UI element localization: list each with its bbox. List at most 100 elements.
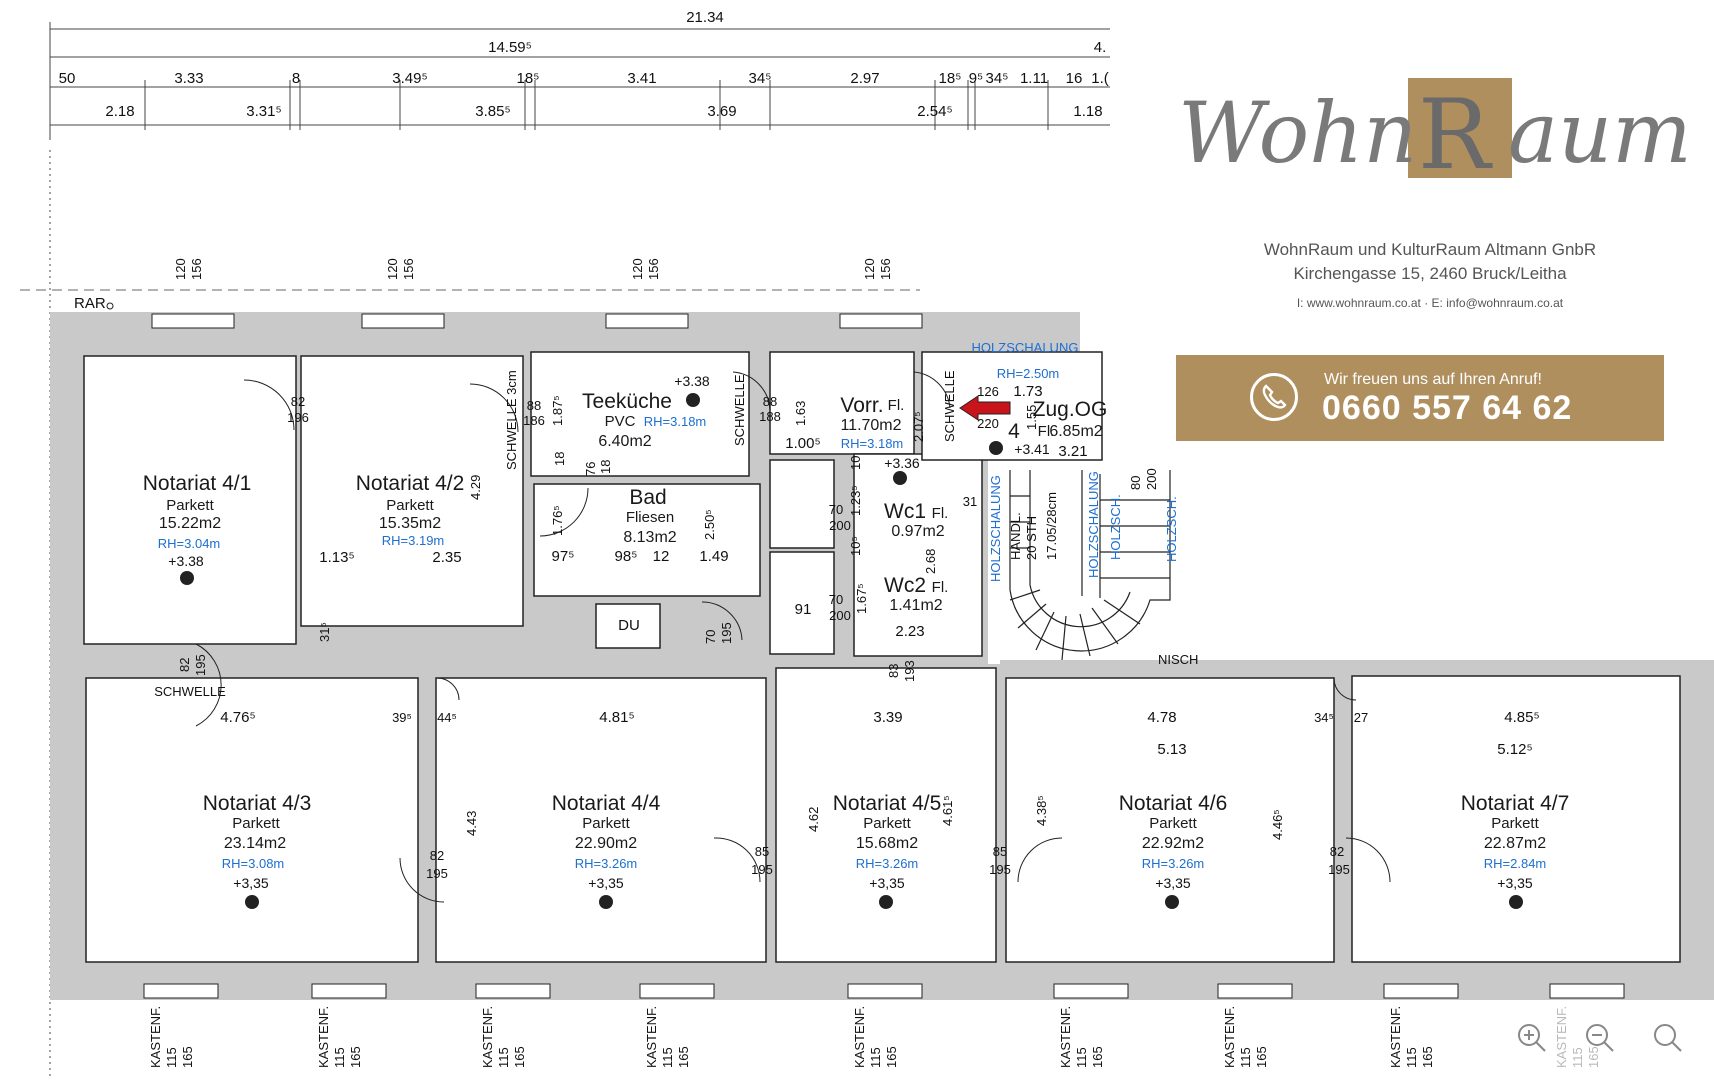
window-dim: 115 [660,1047,675,1068]
dim: 2.35 [432,549,461,566]
room-area: 11.70m2 [840,417,901,434]
window-dim: 115 [868,1047,883,1068]
dim-chain-b: 2.18 [105,103,134,120]
zoom-out-icon[interactable] [1582,1020,1618,1056]
dim: 4 [1008,420,1020,443]
room-rh: RH=3.18m [841,436,904,451]
window-type-label: KASTENF. [316,1006,331,1068]
room-floor: Fl. [932,579,949,596]
dim: 4.78 [1147,709,1176,726]
window-type-label: KASTENF. [852,1006,867,1068]
window-dim: 115 [164,1047,179,1068]
dim-total: 21.34 [686,9,724,26]
window-dim: 165 [180,1046,195,1068]
window-type-label: KASTENF. [480,1006,495,1068]
dim: 1.76⁵ [550,505,565,536]
dim: 34⁵ [1314,710,1334,725]
dim: 4.43 [464,811,479,836]
dim-chain-a: 9⁵ [969,70,984,87]
stair-note: 17.05/28cm [1044,492,1059,560]
dim: 1.73 [1013,383,1042,400]
dim-chain-a: 3.33 [174,70,203,87]
dim-chain-a: 8 [292,70,300,87]
niche-label: NISCH [1158,652,1198,667]
dim: 82 [177,658,192,672]
window-dim: 120 [385,258,400,280]
room-level: +3,35 [588,875,624,891]
window-dim: 156 [189,258,204,280]
room-rh: RH=3.26m [575,856,638,871]
dim: 3.39 [873,709,902,726]
window-dim: 165 [676,1046,691,1068]
room-floor: Parkett [232,815,280,832]
phone-number[interactable]: 0660 557 64 62 [1322,389,1573,427]
dim-chain-b: 2.54⁵ [917,103,952,120]
dim: 82 [430,848,444,863]
dim: 4.46⁵ [1270,809,1285,840]
room-area: 8.13m2 [623,529,676,546]
brand-panel: Wohn R aum WohnRaum und KulturRaum Altma… [1170,70,1692,450]
dim-chain-a: 1.( [1091,70,1109,87]
room-area: 15.35m2 [379,515,441,532]
dim-chain-a: 2.97 [850,70,879,87]
dim: 2.07⁵ [911,411,926,442]
company-contact: I: www.wohnraum.co.at · E: info@wohnraum… [1296,296,1564,310]
dim: 195 [193,654,208,676]
bottom-windows [143,983,1625,999]
room-rh: RH=3.08m [222,856,285,871]
dim: 4.29 [468,475,483,500]
room-rh: RH=2.84m [1484,856,1547,871]
window-type-label: KASTENF. [644,1006,659,1068]
room-level: +3,35 [869,875,905,891]
room-floor: Fl. [932,505,949,522]
dim: 1.67⁵ [854,583,869,614]
timber-lining-label: HOLZSCH. [1108,494,1123,560]
dim: 195 [1328,862,1350,877]
window-dim: 115 [1404,1047,1419,1068]
room-zug [921,351,1103,461]
room-area: 22.90m2 [575,835,637,852]
dim: 1.23⁵ [848,485,863,516]
window-head-dims: 120 156 120 156 120 156 120 156 [173,258,893,280]
dim-chain-b: 3.31⁵ [246,103,281,120]
dim: 88 [763,394,777,409]
level-markers [180,393,1523,909]
zoom-in-icon[interactable] [1514,1020,1550,1056]
room-area: 22.87m2 [1484,835,1546,852]
top-windows [151,313,923,329]
dim: 1.63 [793,401,808,426]
room-labels: Notariat 4/1 Parkett 15.22m2 RH=3.04m +3… [143,366,1570,891]
room-wc1 [769,459,835,549]
window-dim: 120 [862,258,877,280]
room-floor: Parkett [863,815,911,832]
du-block [595,603,661,649]
room-teekueche [530,351,750,477]
window-dim: 165 [512,1046,527,1068]
dim: 10 [848,456,863,470]
room-name: Teeküche [582,390,672,413]
room-floor: Parkett [1149,815,1197,832]
room-43 [85,677,419,963]
dim-chain-b: 3.85⁵ [475,103,510,120]
dim-chain-a: 50 [59,70,76,87]
dim: 126 [977,384,999,399]
room-floor: Fl. [888,397,905,414]
dim: 195 [751,862,773,877]
window-dim: 120 [630,258,645,280]
dim-chain-a: 34⁵ [749,70,772,87]
dim: 4.61⁵ [940,795,955,826]
viewer-toolbar [1494,1006,1704,1070]
dim: 88 [527,398,541,413]
window-dim: 120 [173,258,188,280]
room-floor: Fl. [1038,423,1055,440]
window-type-label: KASTENF. [1222,1006,1237,1068]
dim-chain-a: 16 [1066,70,1083,87]
dim: 83 [886,664,901,678]
call-banner[interactable]: Wir freuen uns auf Ihren Anruf! 0660 557… [1176,355,1664,441]
threshold-label: SCHWELLE [154,684,226,699]
dim: 2.68 [923,549,938,574]
dim: 4.85⁵ [1504,709,1539,726]
search-icon[interactable] [1650,1020,1686,1056]
dim: 200 [829,608,851,623]
